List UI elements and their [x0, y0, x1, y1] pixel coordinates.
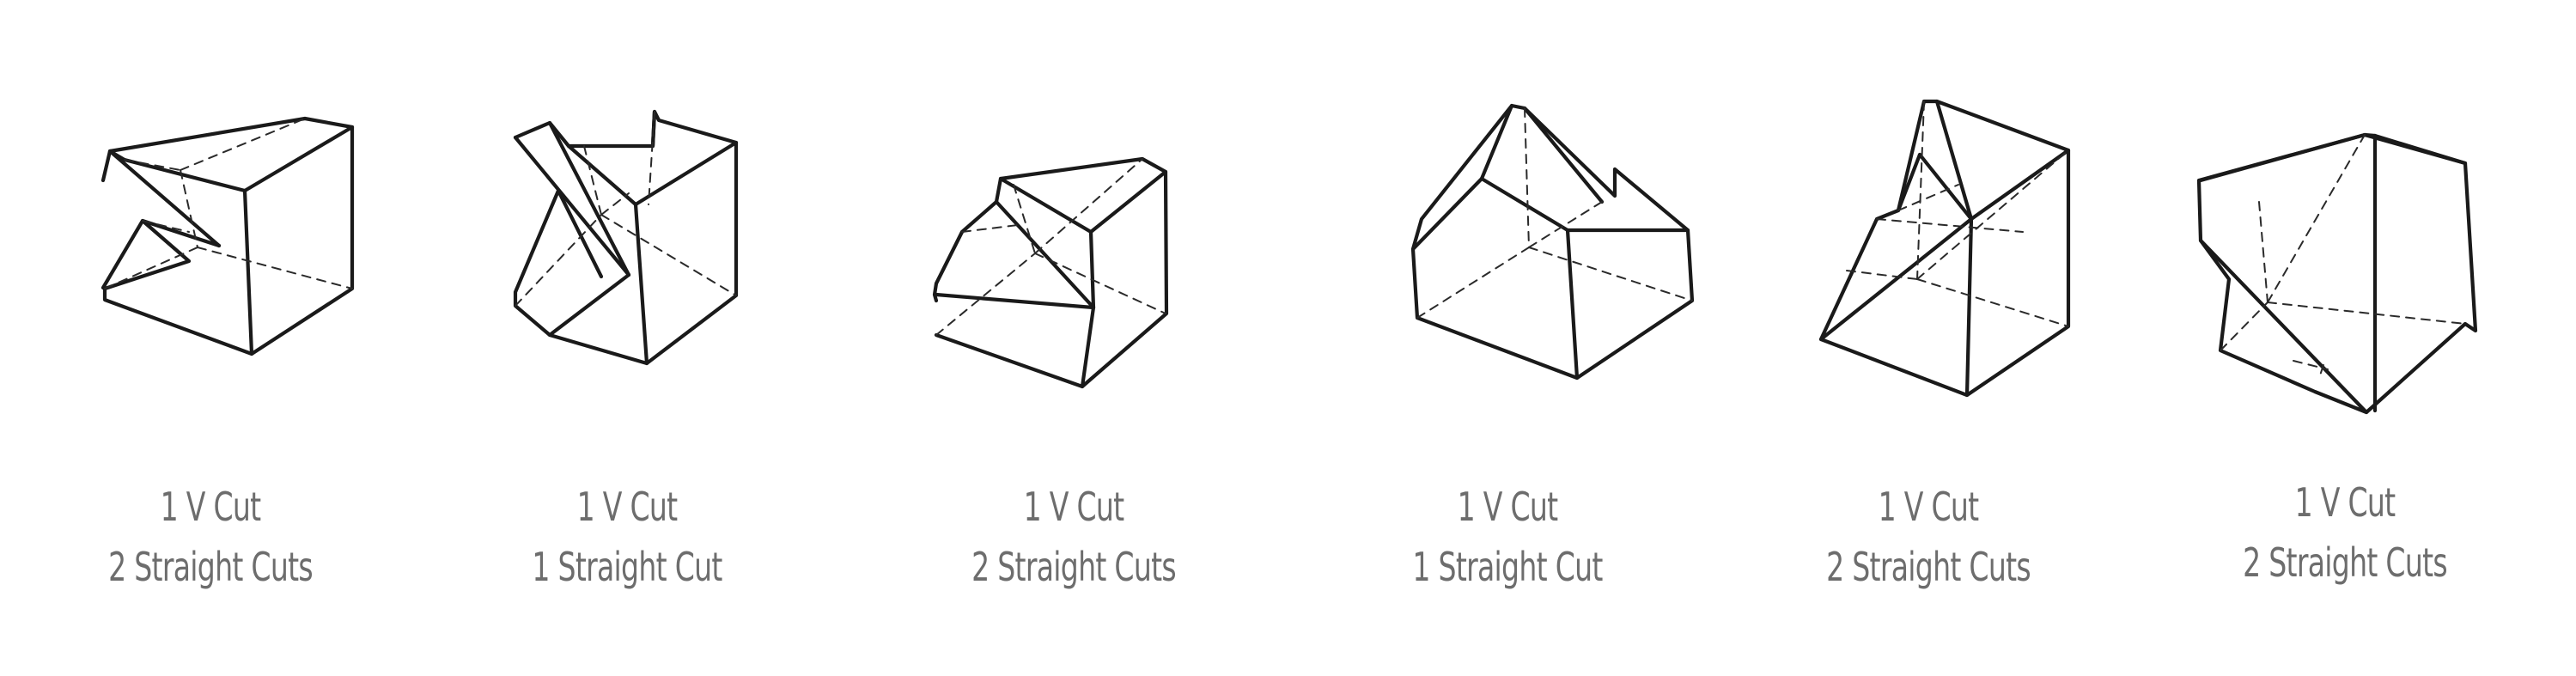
straight-cut-label: 2 Straight Cuts — [1826, 544, 2031, 590]
cube-drawing-5 — [1818, 99, 2071, 398]
caption-5: 1 V Cut 2 Straight Cuts — [1824, 477, 2034, 597]
caption-2: 1 V Cut 1 Straight Cut — [522, 477, 733, 597]
caption-6: 1 V Cut 2 Straight Cuts — [2240, 472, 2451, 593]
v-cut-label: 1 V Cut — [160, 484, 262, 530]
straight-cut-label: 2 Straight Cuts — [108, 544, 314, 590]
v-cut-label: 1 V Cut — [1878, 484, 1980, 530]
cube-panel-5: 1 V Cut 2 Straight Cuts — [1718, 0, 2147, 676]
straight-cut-label: 2 Straight Cuts — [971, 544, 1177, 590]
straight-cut-label: 2 Straight Cuts — [2243, 539, 2448, 586]
straight-cut-label: 1 Straight Cut — [532, 544, 722, 590]
caption-1: 1 V Cut 2 Straight Cuts — [106, 477, 316, 597]
cube-panel-2: 1 V Cut 1 Straight Cut — [429, 0, 859, 676]
v-cut-label: 1 V Cut — [1023, 484, 1125, 530]
cube-drawing-2 — [513, 109, 739, 366]
cube-panel-6: 1 V Cut 2 Straight Cuts — [2147, 0, 2576, 676]
v-cut-label: 1 V Cut — [1457, 484, 1559, 530]
cube-drawing-3 — [932, 156, 1169, 389]
caption-4: 1 V Cut 1 Straight Cut — [1403, 477, 1613, 597]
cube-panel-4: 1 V Cut 1 Straight Cut — [1288, 0, 1718, 676]
v-cut-label: 1 V Cut — [576, 484, 679, 530]
v-cut-label: 1 V Cut — [2294, 479, 2396, 526]
straight-cut-label: 1 Straight Cut — [1412, 544, 1603, 590]
cube-panel-3: 1 V Cut 2 Straight Cuts — [859, 0, 1288, 676]
cube-drawing-1 — [100, 116, 355, 356]
cube-drawing-6 — [2196, 132, 2478, 415]
caption-3: 1 V Cut 2 Straight Cuts — [969, 477, 1179, 597]
cube-drawing-4 — [1410, 103, 1695, 381]
cube-panel-1: 1 V Cut 2 Straight Cuts — [0, 0, 429, 676]
